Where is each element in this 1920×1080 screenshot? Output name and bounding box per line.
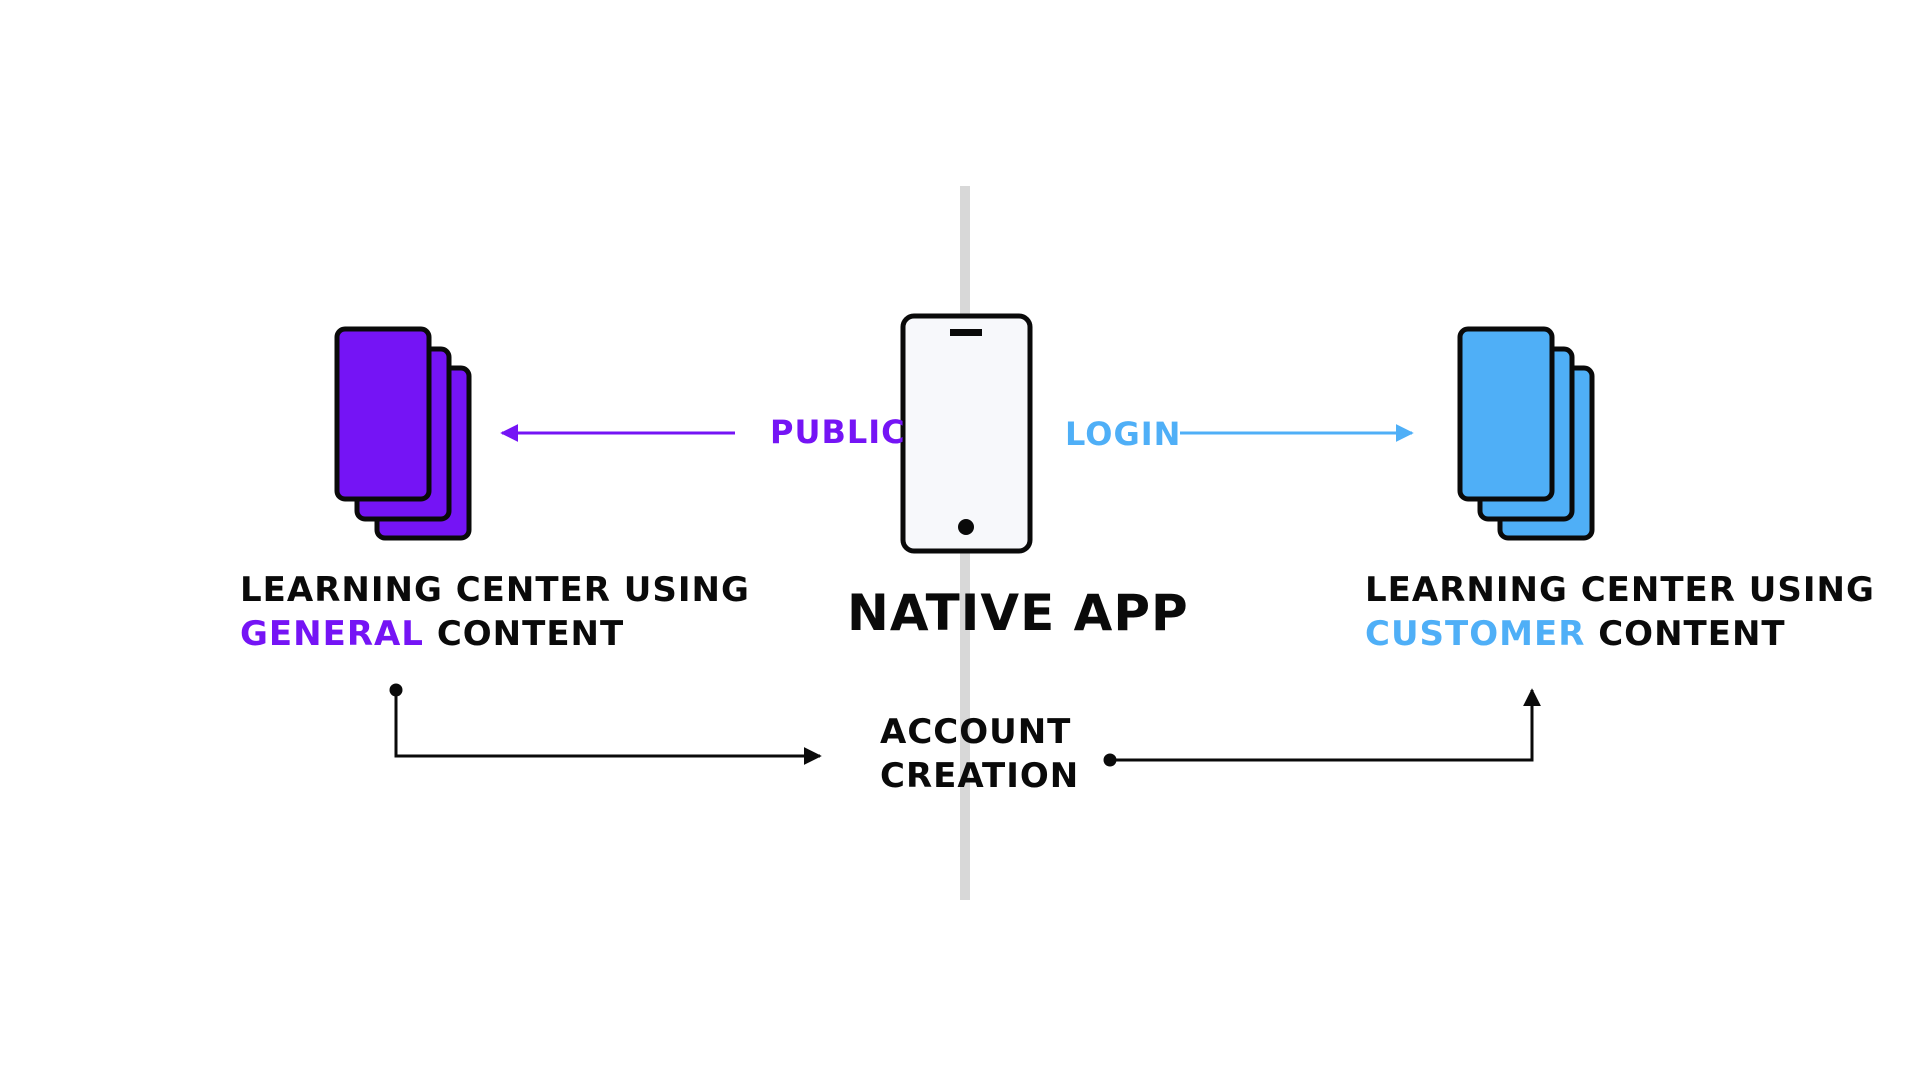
general-caption-line1: LEARNING CENTER USING [240,570,750,610]
public-text: PUBLIC [770,413,906,451]
stacked-cards-icon [334,326,472,541]
login-label: LOGIN [1065,412,1181,456]
general-to-account-connector [389,683,822,765]
customer-content-caption: LEARNING CENTER USING CUSTOMER CONTENT [1365,568,1875,656]
account-creation-line1: ACCOUNT [880,712,1072,752]
phone-icon [900,313,1033,554]
general-content-caption: LEARNING CENTER USING GENERAL CONTENT [240,568,750,656]
customer-suffix: CONTENT [1585,614,1786,654]
public-label: PUBLIC [770,410,906,454]
native-app-title: NATIVE APP [847,584,1189,642]
account-to-customer-connector [1103,688,1541,767]
general-highlight: GENERAL [240,614,424,654]
general-suffix: CONTENT [423,614,625,654]
account-creation-label: ACCOUNT CREATION [880,710,1080,798]
customer-caption-line2: CUSTOMER CONTENT [1365,612,1785,656]
login-text: LOGIN [1065,415,1182,453]
customer-caption-line1: LEARNING CENTER USING [1365,570,1875,610]
account-creation-line2: CREATION [880,756,1080,796]
general-caption-line2: GENERAL CONTENT [240,612,623,656]
stacked-cards-icon [1457,326,1595,541]
customer-highlight: CUSTOMER [1365,614,1586,654]
